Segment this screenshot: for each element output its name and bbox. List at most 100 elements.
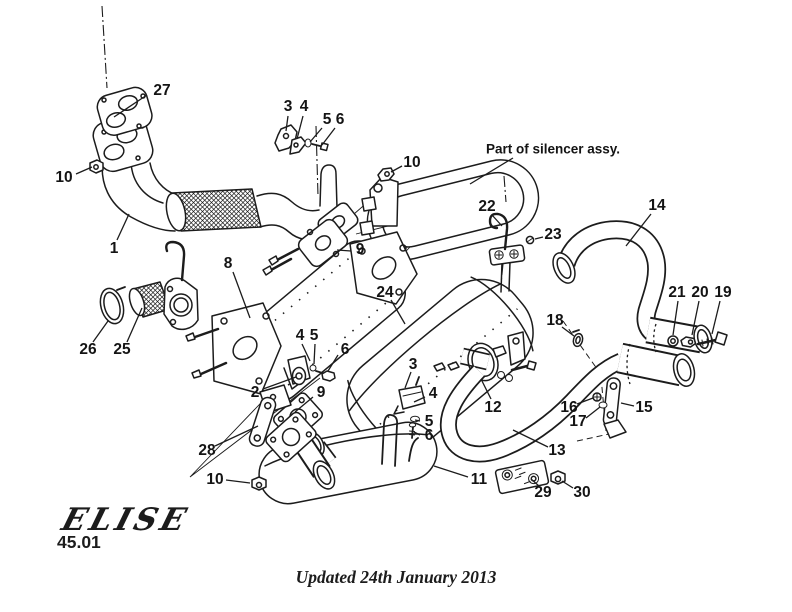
nut-10-front: [89, 159, 104, 174]
callout-label-26: 26: [79, 341, 97, 358]
silencer-ghost-outline: [359, 159, 540, 261]
callout-leader-22: [491, 214, 503, 227]
callout-leader-5: [414, 419, 421, 422]
bracket-15-assembly: [592, 377, 627, 439]
callout-label-12: 12: [484, 399, 501, 416]
callout-label-10: 10: [55, 169, 72, 186]
callout-leader-19: [711, 300, 721, 335]
callout-label-16: 16: [560, 399, 578, 416]
callout-leader-9: [294, 396, 314, 413]
main-silencer-24: [346, 276, 537, 455]
hanger-loop: [319, 164, 338, 209]
callout-label-8: 8: [224, 255, 233, 272]
callout-leader-1: [116, 213, 130, 241]
callout-label-6: 6: [336, 111, 345, 128]
callout-label-4: 4: [300, 98, 309, 115]
callout-label-14: 14: [648, 197, 666, 214]
callout-leader-18: [561, 326, 575, 337]
callout-leader-9: [336, 249, 352, 252]
callout-label-9: 9: [317, 384, 326, 401]
washer-17: [598, 401, 608, 409]
callout-leader-10: [75, 166, 93, 175]
section-code: 45.01: [57, 532, 101, 552]
callout-label-30: 30: [573, 484, 590, 501]
callout-label-4: 4: [429, 385, 438, 402]
screw-23: [525, 235, 535, 245]
clamp-12-assembly: [460, 342, 507, 382]
callout-label-22: 22: [478, 198, 495, 215]
callout-label-18: 18: [546, 312, 564, 329]
callout-leader-15: [620, 402, 635, 407]
callout-leader-13: [512, 429, 549, 448]
pipe-14: [552, 220, 667, 344]
catalyst-8: [185, 231, 418, 402]
callout-label-10: 10: [206, 471, 223, 488]
callout-leader-5: [309, 127, 323, 143]
callout-leader-4: [301, 343, 311, 362]
callout-leader-2: [262, 376, 297, 390]
callout-leader-3: [404, 371, 412, 389]
callout-leader-12: [480, 378, 492, 400]
callout-leader-25: [126, 307, 143, 343]
nut-10-bottom: [251, 476, 267, 491]
callout-label-10: 10: [403, 154, 420, 171]
callout-leader-4: [296, 115, 304, 140]
callout-leader-part-of-silencer-assy: [469, 157, 514, 185]
callout-label-23: 23: [544, 226, 562, 243]
callout-label-1: 1: [110, 240, 119, 257]
nut-10-ghost: [377, 167, 395, 182]
clamp-26: [99, 286, 126, 325]
callout-label-5: 5: [310, 327, 319, 344]
callout-label-13: 13: [548, 442, 566, 459]
callout-leader-6: [413, 431, 421, 436]
diagram-art: [89, 5, 728, 505]
callout-label-17: 17: [569, 413, 586, 430]
mount-2-cluster: [283, 355, 336, 390]
callout-leader-5: [313, 343, 316, 365]
callout-leader-21: [672, 300, 679, 336]
callout-leader-27: [113, 94, 148, 118]
callout-leader-24: [390, 299, 406, 325]
callout-leader-4: [413, 396, 426, 403]
callout-label-part-of-silencer-assy: Part of silencer assy.: [486, 142, 620, 157]
callout-label-9: 9: [356, 241, 365, 258]
plate-29: [494, 459, 550, 495]
callout-leader-10: [390, 165, 403, 173]
callout-leader-30: [561, 480, 574, 489]
callout-label-3: 3: [409, 356, 418, 373]
callout-label-2: 2: [251, 384, 260, 401]
callout-label-25: 25: [113, 341, 131, 358]
callout-leader-26: [92, 320, 109, 343]
footer-updated-text: Updated 24th January 2013: [296, 567, 497, 587]
branding: ELISE 45.01 Updated 24th January 2013: [57, 502, 497, 587]
callout-leader-3: [285, 115, 289, 132]
callout-label-5: 5: [323, 111, 332, 128]
callout-leader-10: [225, 479, 251, 484]
wire-hangers: [381, 414, 419, 467]
gasket-27: [96, 86, 153, 136]
callout-leader-11: [433, 465, 469, 478]
nut-20: [680, 336, 697, 348]
callout-label-28: 28: [198, 442, 216, 459]
callout-leader-20: [691, 300, 700, 336]
callout-leader-29: [530, 478, 540, 487]
callout-leader-23: [534, 236, 544, 240]
callout-label-6: 6: [341, 341, 350, 358]
flange-9-stack: [265, 392, 324, 463]
mount-3-center: [393, 376, 426, 439]
callout-label-29: 29: [534, 484, 552, 501]
callout-label-21: 21: [668, 284, 686, 301]
pipe-13: [439, 353, 625, 463]
washer-21: [667, 335, 679, 347]
callout-label-15: 15: [635, 399, 653, 416]
hanger-hook: [165, 240, 186, 282]
downpipe-1: [101, 156, 359, 276]
callout-label-6: 6: [425, 427, 434, 444]
callout-label-27: 27: [153, 82, 170, 99]
elise-logo: ELISE: [57, 502, 194, 538]
callout-leader-8: [232, 271, 251, 319]
callout-label-4: 4: [296, 327, 305, 344]
